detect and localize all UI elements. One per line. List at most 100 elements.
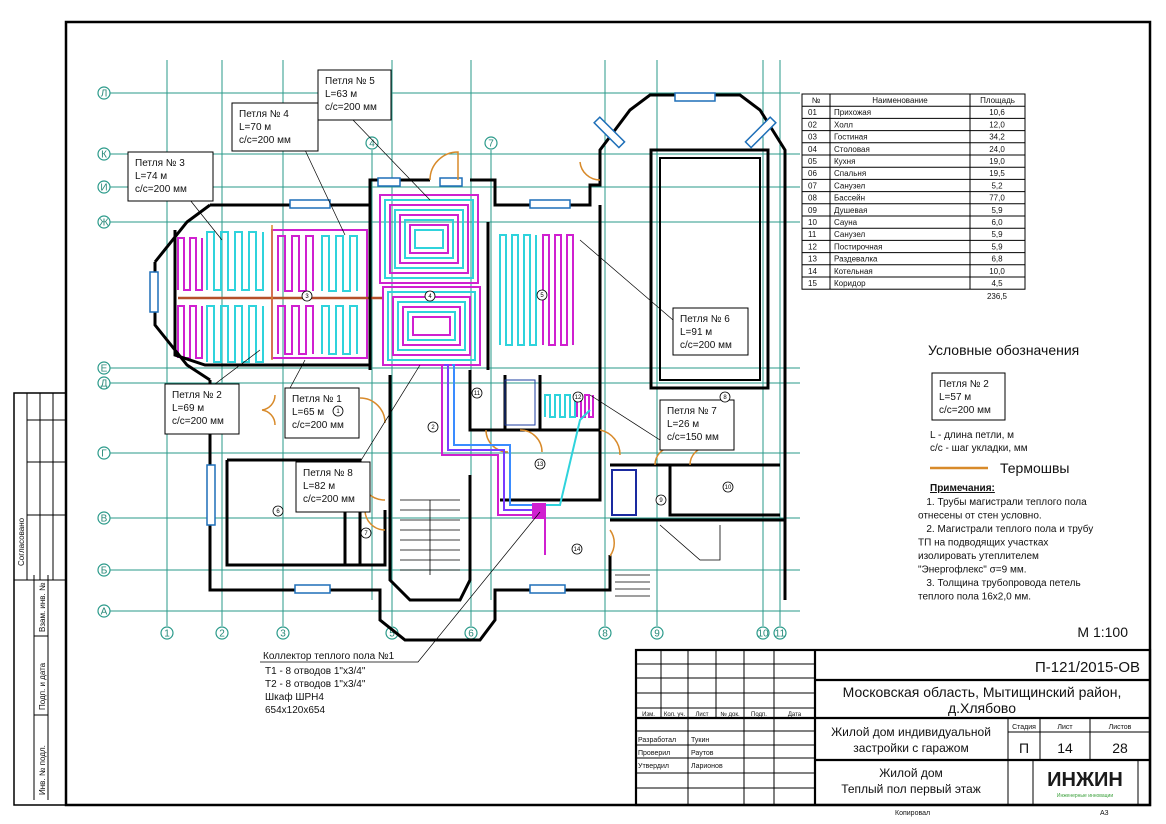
room-mark-number: 10 (725, 485, 732, 491)
stage-label: Стадия (1012, 724, 1036, 731)
table-cell-area: 6,8 (991, 255, 1003, 264)
axis-marker (97, 376, 111, 390)
note-line: теплого пола 16х2,0 мм. (918, 592, 1031, 603)
loop-4-pipe (321, 235, 358, 292)
role-person: Тукин (691, 737, 709, 744)
axis-marker (97, 563, 111, 577)
loop-5-pipe (404, 219, 454, 259)
axis-label: 3 (280, 629, 286, 640)
loop-name: Петля № 4 (239, 109, 289, 120)
axis-label: Ж (99, 218, 109, 229)
notes: Примечания: 1. Трубы магистрали теплого … (918, 483, 1093, 603)
loop-5-pipe (399, 214, 459, 264)
table-cell-area: 5,9 (991, 242, 1003, 251)
loop-spacing: с/с=200 мм (135, 184, 187, 195)
heating-loops (177, 194, 594, 418)
company-logo: ИНЖИН Инженерные инновации (1047, 769, 1123, 799)
table-cell-area: 10,6 (989, 108, 1005, 117)
table-cell-name: Сауна (834, 218, 858, 227)
table-cell-area: 5,9 (991, 230, 1003, 239)
title-block-header: Лист (695, 712, 708, 718)
legend-sample-length: L=57 м (939, 392, 971, 403)
axis-marker (97, 180, 111, 194)
loop-name: Петля № 3 (135, 158, 185, 169)
title-block-header: Изм. (642, 712, 655, 718)
table-cell-name: Бассейн (834, 194, 865, 203)
table-total: 236,5 (987, 292, 1008, 301)
axis-label: И (100, 183, 107, 194)
loop-1-pipe (407, 311, 456, 341)
loop-5-pipe (409, 224, 449, 254)
loop-spacing: с/с=200 мм (239, 135, 291, 146)
note-line: отнесены от стен условно. (918, 511, 1042, 522)
table-cell-area: 24,0 (989, 145, 1005, 154)
room-mark: 1 (332, 405, 344, 417)
room-mark-number: 13 (537, 462, 544, 468)
table-cell-name: Спальня (834, 169, 866, 178)
scale-label: М 1:100 (1077, 624, 1128, 640)
table-cell-name: Раздевалка (834, 255, 878, 264)
sheet-name: Жилой дом (879, 766, 943, 780)
stage-value: П (1019, 740, 1029, 756)
loop-name: Петля № 2 (172, 390, 222, 401)
axis-marker (650, 626, 664, 640)
legend-sample-name: Петля № 2 (939, 379, 989, 390)
table-cell-number: 02 (808, 120, 817, 129)
loop-spacing: с/с=200 мм (292, 420, 344, 431)
loop-length: L=91 м (680, 327, 712, 338)
supply-pipes (436, 364, 591, 555)
leader-lines (189, 119, 674, 663)
loop-3-pipe (206, 305, 264, 363)
table-cell-number: 10 (808, 218, 817, 227)
loop-name: Петля № 7 (667, 406, 717, 417)
room-mark: 13 (534, 458, 546, 470)
room-mark-number: 7 (364, 531, 368, 537)
axis-label: 1 (164, 629, 170, 640)
collector-line: Т1 - 8 отводов 1"х3/4" (265, 666, 366, 677)
loop-4-pipe (277, 235, 314, 292)
axis-marker (97, 446, 111, 460)
loop-label-2: Петля № 2 L=69 м с/с=200 мм (164, 383, 240, 435)
loop-spacing: с/с=200 мм (680, 340, 732, 351)
address-line: Московская область, Мытищинский район, (843, 684, 1122, 700)
legend: Условные обозначения Петля № 2 L=57 м с/… (928, 342, 1079, 476)
axis-marker (215, 626, 229, 640)
table-cell-area: 19,0 (989, 157, 1005, 166)
table-cell-number: 05 (808, 157, 817, 166)
table-cell-number: 09 (808, 206, 817, 215)
project-name: застройки с гаражом (853, 741, 968, 755)
room-mark-number: 6 (276, 509, 280, 515)
table-cell-area: 5,2 (991, 181, 1003, 190)
table-cell-name: Холл (834, 120, 853, 129)
collector-title: Коллектор теплого пола №1 (263, 651, 395, 662)
loop-name: Петля № 6 (680, 314, 730, 325)
table-cell-name: Гостиная (834, 133, 868, 142)
note-line: ТП на подводящих участках (918, 538, 1048, 549)
loop-6-pipe (499, 234, 537, 346)
legend-sample-spacing: с/с=200 мм (939, 405, 991, 416)
table-cell-area: 6,0 (991, 218, 1003, 227)
stamp-agreed: Согласовано (17, 517, 26, 566)
axis-marker (97, 215, 111, 229)
format-label: А3 (1100, 810, 1109, 817)
sheet-label: Лист (1057, 724, 1073, 731)
loop-name: Петля № 1 (292, 394, 342, 405)
loop-7-pipe (544, 394, 576, 418)
axis-label: Л (101, 89, 108, 100)
room-mark: 5 (536, 289, 548, 301)
table-cell-area: 5,9 (991, 206, 1003, 215)
loop-label-4: Петля № 4 L=70 м с/с=200 мм (231, 102, 319, 152)
role-person: Раутов (691, 750, 714, 757)
loop-spacing: с/с=200 мм (325, 102, 377, 113)
table-cell-name: Кухня (834, 157, 855, 166)
loop-length: L=63 м (325, 89, 357, 100)
room-mark: 14 (571, 543, 583, 555)
axis-label: Е (101, 364, 108, 375)
axis-marker (365, 136, 379, 150)
loop-label-3: Петля № 3 L=74 м с/с=200 мм (127, 151, 214, 202)
loop-1-pipe (392, 296, 471, 356)
loop-label-8: Петля № 8 L=82 м с/с=200 мм (295, 461, 371, 513)
loop-length: L=65 м (292, 407, 324, 418)
table-cell-name: Котельная (834, 267, 873, 276)
